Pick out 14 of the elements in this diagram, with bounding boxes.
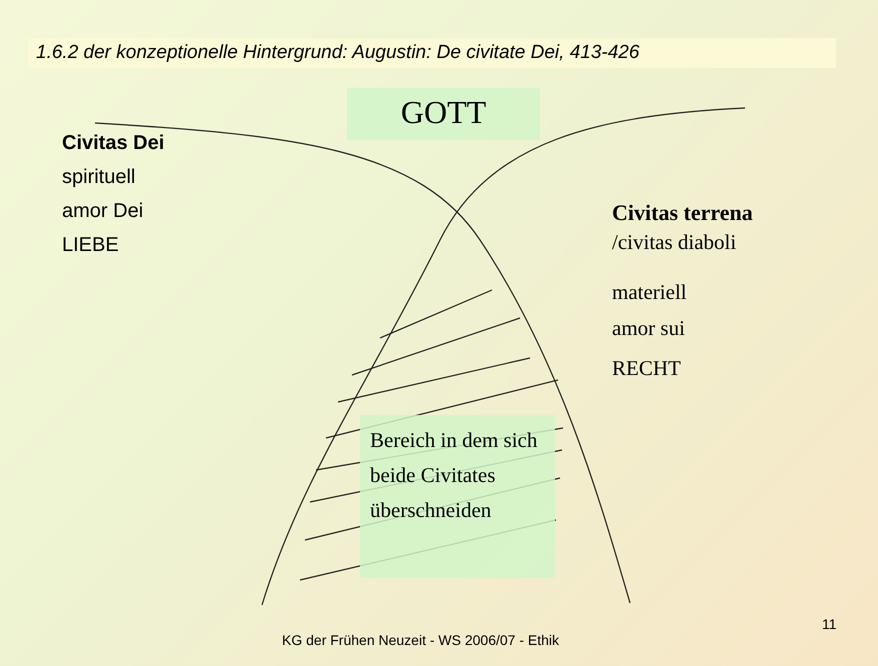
text-label: spirituell	[62, 166, 136, 189]
label-box: Bereich in dem sich beide Civitates überschneiden	[360, 415, 555, 578]
text-label: /civitas diaboli	[612, 230, 736, 255]
footer-text: KG der Frühen Neuzeit - WS 2006/07 - Ethik	[282, 632, 560, 648]
text-label: Civitas Dei	[62, 132, 164, 155]
text-label: amor sui	[612, 316, 685, 341]
label-box: GOTT	[347, 88, 540, 140]
text-label: materiell	[612, 280, 687, 305]
page-number: 11	[822, 616, 837, 632]
text-label: LIEBE	[62, 234, 119, 257]
text-label: amor Dei	[62, 200, 144, 223]
slide-title: 1.6.2 der konzeptionelle Hintergrund: Augustin: De civitate Dei, 413-426	[28, 38, 836, 68]
text-label: Civitas terrena	[612, 200, 753, 226]
text-label: RECHT	[612, 356, 681, 381]
